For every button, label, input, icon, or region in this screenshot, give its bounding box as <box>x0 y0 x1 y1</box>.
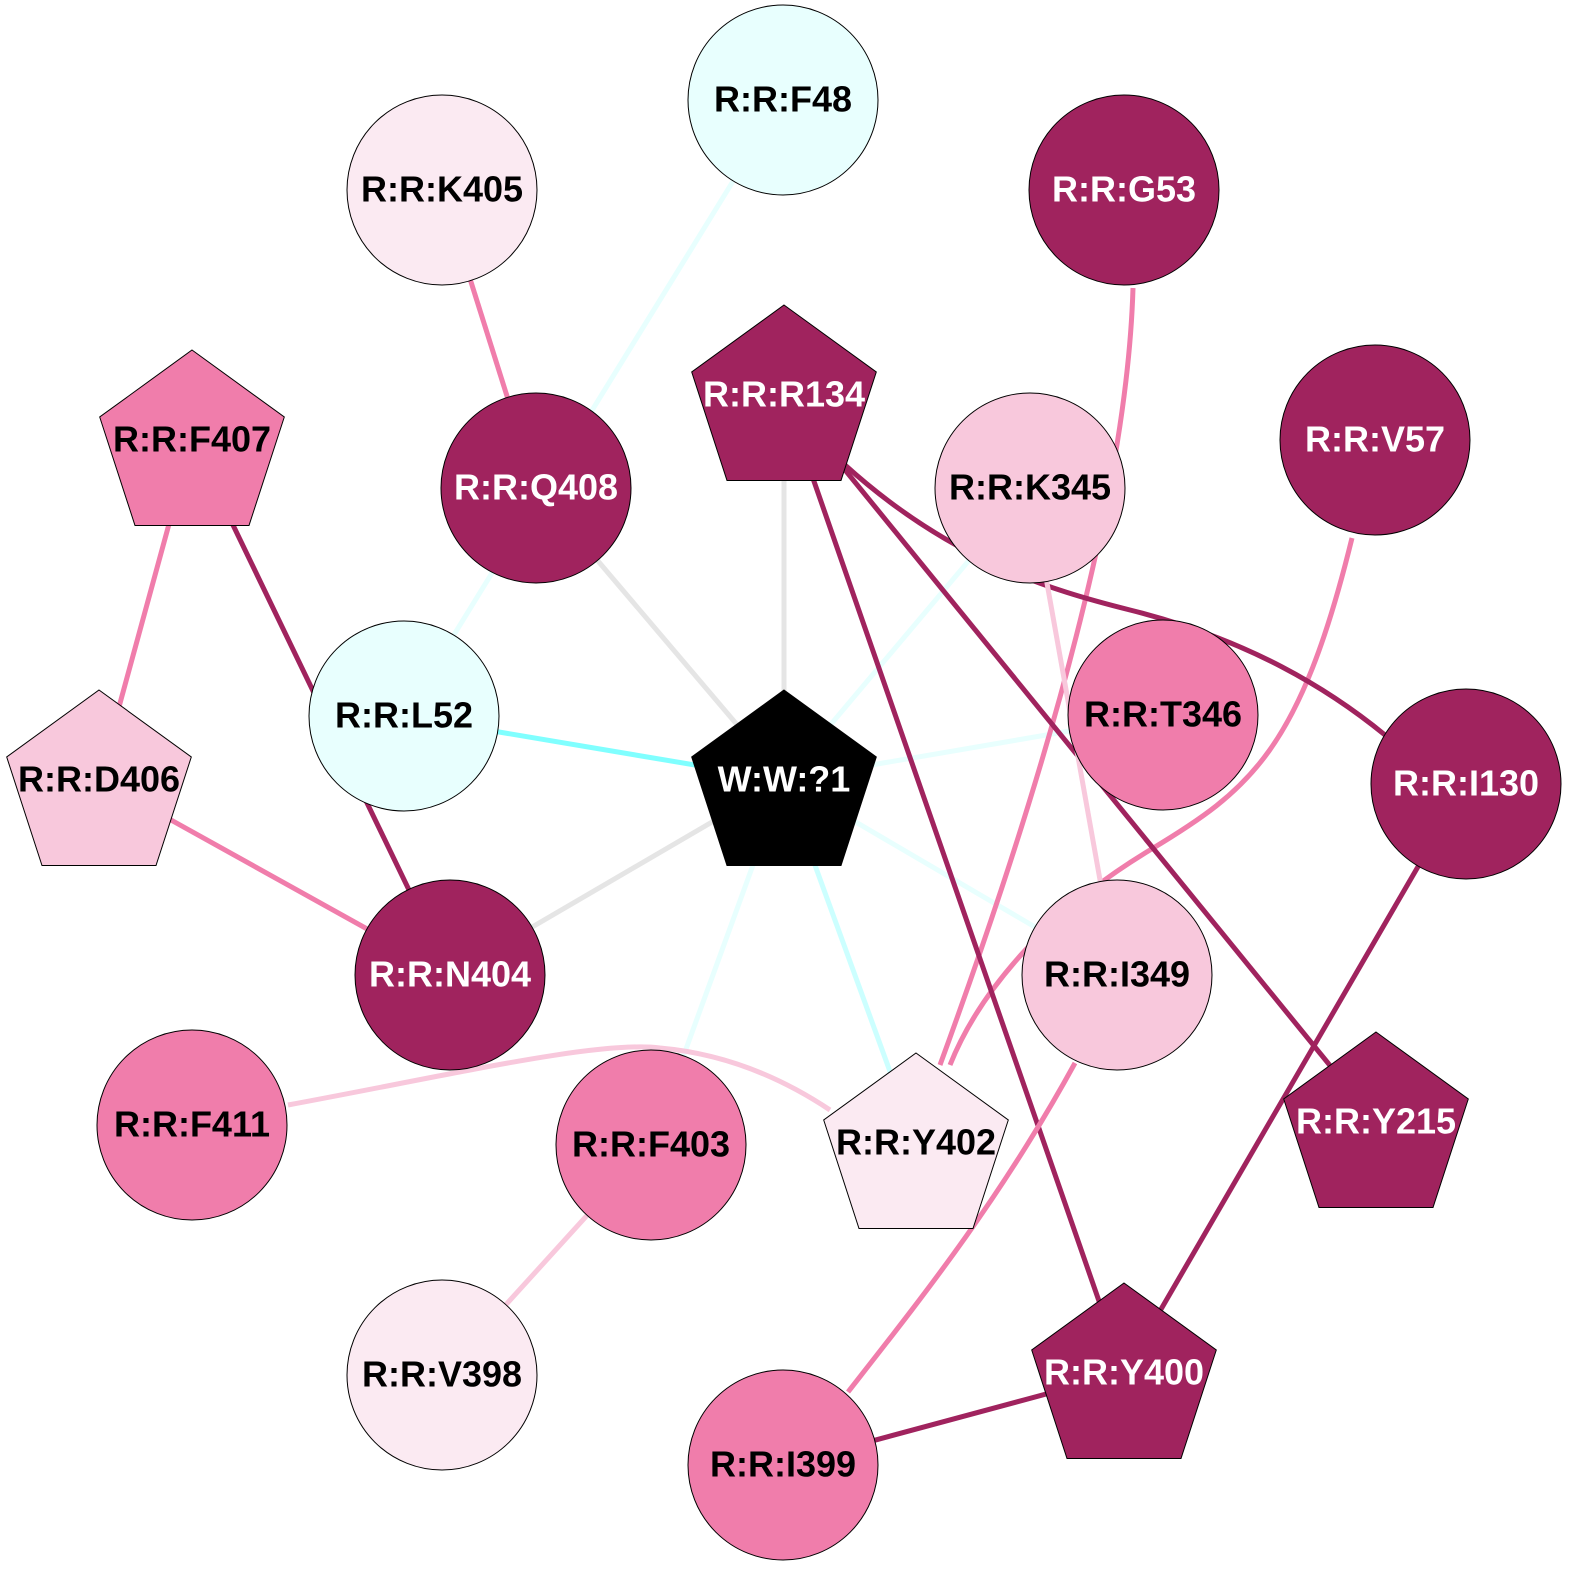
pentagon-shape <box>99 349 285 526</box>
pentagon-shape <box>823 1052 1009 1229</box>
circle-shape <box>687 1369 879 1561</box>
node-i130[interactable]: R:R:I130 <box>1370 688 1562 880</box>
node-l52[interactable]: R:R:L52 <box>308 620 500 812</box>
circle-shape <box>1028 94 1220 286</box>
edge-i130-y400 <box>1121 782 1469 1375</box>
node-t346[interactable]: R:R:T346 <box>1067 619 1259 811</box>
node-label: R:R:Y402 <box>836 1122 996 1163</box>
circle-shape <box>1279 344 1471 536</box>
node-label: R:R:I399 <box>710 1444 856 1485</box>
node-label: R:R:V57 <box>1305 419 1445 460</box>
pentagon-shape <box>1283 1031 1469 1208</box>
node-k405[interactable]: R:R:K405 <box>346 94 538 286</box>
node-f411[interactable]: R:R:F411 <box>96 1029 288 1221</box>
edge-r134-y400 <box>781 394 1127 1374</box>
circle-shape <box>308 620 500 812</box>
node-i399[interactable]: R:R:I399 <box>687 1369 879 1561</box>
circle-shape <box>1021 879 1213 1071</box>
node-y402[interactable]: R:R:Y402 <box>823 1052 1009 1229</box>
node-k345[interactable]: R:R:K345 <box>934 392 1126 584</box>
node-label: R:R:F403 <box>572 1124 730 1165</box>
circle-shape <box>687 4 879 196</box>
edge-r134-i130 <box>843 463 1387 737</box>
node-label: R:R:I130 <box>1393 763 1539 804</box>
node-label: R:R:V398 <box>362 1354 522 1395</box>
node-f403[interactable]: R:R:F403 <box>555 1049 747 1241</box>
node-label: W:W:?1 <box>718 759 851 800</box>
node-label: R:R:K345 <box>949 467 1111 508</box>
node-i349[interactable]: R:R:I349 <box>1021 879 1213 1071</box>
node-y215[interactable]: R:R:Y215 <box>1283 1031 1469 1208</box>
pentagon-shape <box>691 304 877 481</box>
circle-shape <box>1370 688 1562 880</box>
node-f407[interactable]: R:R:F407 <box>99 349 285 526</box>
circle-shape <box>96 1029 288 1221</box>
circle-shape <box>934 392 1126 584</box>
node-label: R:R:F48 <box>714 79 852 120</box>
node-n404[interactable]: R:R:N404 <box>354 879 546 1071</box>
edge-f411-y402 <box>287 1044 832 1113</box>
node-label: R:R:Y400 <box>1044 1352 1204 1393</box>
node-v57[interactable]: R:R:V57 <box>1279 344 1471 536</box>
node-label: R:R:T346 <box>1084 694 1242 735</box>
node-v398[interactable]: R:R:V398 <box>346 1279 538 1471</box>
circle-shape <box>440 392 632 584</box>
node-label: R:R:F407 <box>113 419 271 460</box>
edge-g53-y402 <box>937 287 1136 1066</box>
node-label: R:R:I349 <box>1044 954 1190 995</box>
node-label: R:R:Y215 <box>1296 1101 1456 1142</box>
pentagon-shape <box>6 689 192 866</box>
node-label: R:R:D406 <box>18 759 180 800</box>
circle-shape <box>346 94 538 286</box>
circle-shape <box>1067 619 1259 811</box>
node-label: R:R:R134 <box>703 374 865 415</box>
node-r134[interactable]: R:R:R134 <box>691 304 877 481</box>
circle-shape <box>555 1049 747 1241</box>
pentagon-shape <box>691 689 877 866</box>
edge-i349-i399 <box>846 1061 1078 1394</box>
circle-shape <box>346 1279 538 1471</box>
circle-shape <box>354 879 546 1071</box>
node-label: R:R:F411 <box>114 1104 270 1145</box>
pentagon-shape <box>1031 1282 1217 1459</box>
node-w1[interactable]: W:W:?1 <box>691 689 877 866</box>
node-q408[interactable]: R:R:Q408 <box>440 392 632 584</box>
node-label: R:R:K405 <box>361 169 523 210</box>
node-label: R:R:N404 <box>369 954 531 995</box>
node-label: R:R:L52 <box>335 695 473 736</box>
edge-f48-l52 <box>401 98 786 718</box>
node-d406[interactable]: R:R:D406 <box>6 689 192 866</box>
node-label: R:R:G53 <box>1052 169 1196 210</box>
node-y400[interactable]: R:R:Y400 <box>1031 1282 1217 1459</box>
node-label: R:R:Q408 <box>454 467 618 508</box>
node-g53[interactable]: R:R:G53 <box>1028 94 1220 286</box>
node-f48[interactable]: R:R:F48 <box>687 4 879 196</box>
